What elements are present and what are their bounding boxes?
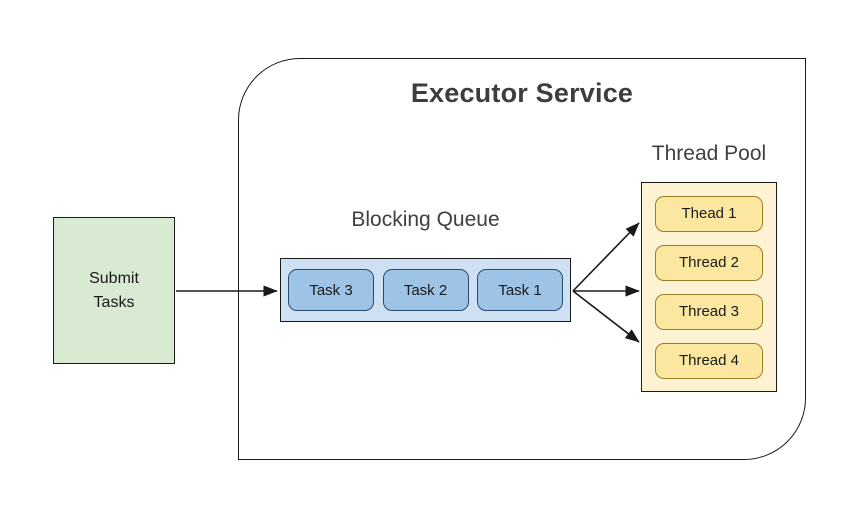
submit-tasks-label-line1: Submit [89, 270, 139, 288]
task-item: Task 2 [382, 269, 469, 311]
thread-item: Thread 4 [655, 342, 763, 379]
thread-item: Thead 1 [655, 195, 763, 232]
task-item: Task 3 [288, 269, 374, 311]
thread-item: Thread 3 [655, 293, 763, 330]
thread-pool-label: Thread Pool [651, 142, 767, 165]
blocking-queue: Task 3 Task 2 Task 1 [280, 258, 571, 322]
task-item: Task 1 [477, 269, 563, 311]
thread-pool: Thead 1 Thread 2 Thread 3 Thread 4 [641, 182, 777, 392]
thread-item: Thread 2 [655, 244, 763, 281]
executor-service-container [238, 58, 806, 460]
blocking-queue-label: Blocking Queue [351, 208, 500, 231]
executor-service-title: Executor Service [410, 78, 634, 108]
submit-tasks-box: Submit Tasks [53, 217, 175, 364]
submit-tasks-label-line2: Tasks [93, 293, 135, 311]
